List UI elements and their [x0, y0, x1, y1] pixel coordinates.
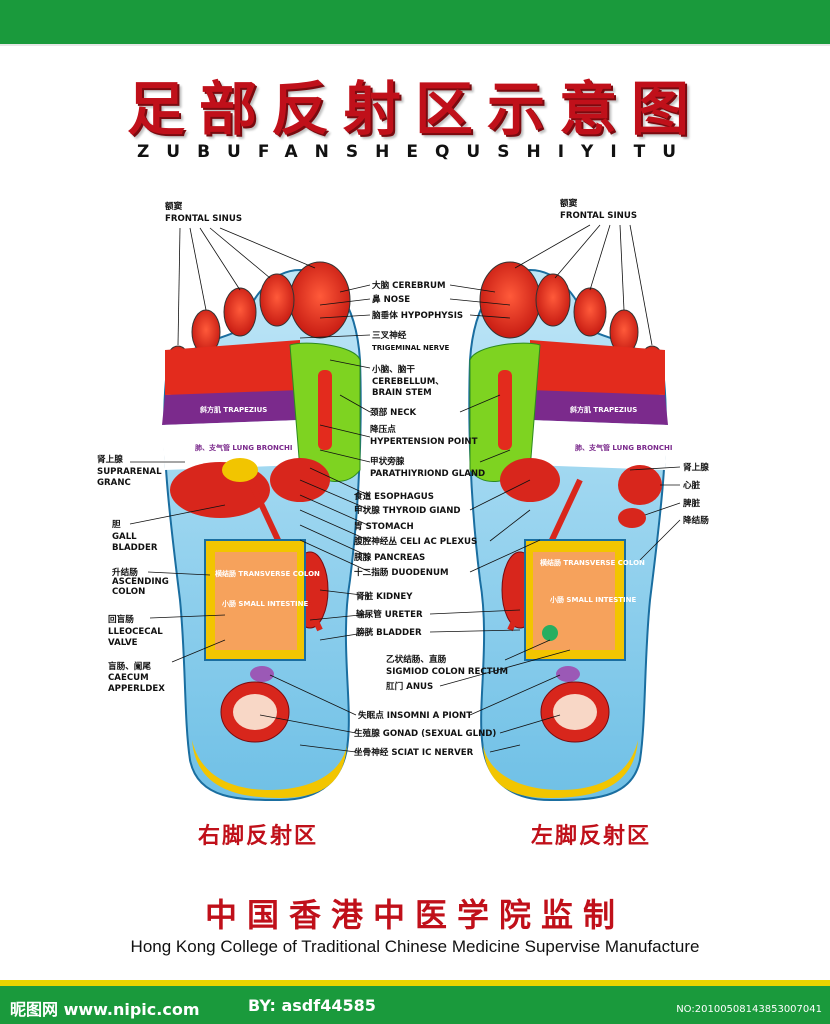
label-spleen: 脾脏: [683, 497, 701, 509]
label-pancreas: 胰腺 PANCREAS: [354, 551, 425, 563]
left-foot-caption: 左脚反射区: [531, 824, 652, 849]
label-stomach: 胃 STOMACH: [354, 521, 414, 532]
label-bladder: 膀胱 BLADDER: [355, 626, 422, 638]
label-trigeminal-cn: 三叉神经: [372, 329, 407, 341]
left-heart: [618, 465, 662, 505]
label-cerebellum-cn: 小脑、脑干: [371, 363, 415, 375]
supervisor-cn: 中国香港中医学院监制: [204, 896, 625, 934]
right-foot: [162, 261, 362, 802]
label-gall-en1: GALL: [112, 532, 137, 542]
label-hypertension-cn: 降压点: [370, 423, 396, 435]
label-sigmoid-cn: 乙状结肠、直肠: [386, 653, 447, 665]
bottom-yellow-band: [0, 980, 830, 986]
top-divider: [0, 44, 830, 46]
right-gall-bladder: [222, 458, 258, 482]
left-foot: [468, 261, 668, 802]
left-toe-2: [535, 273, 571, 327]
left-toe-3: [573, 287, 607, 337]
right-insomnia-point: [250, 666, 274, 682]
right-big-toe: [289, 261, 351, 339]
left-neck-bar: [498, 370, 512, 450]
label-suprarenal-en1: SUPRARENAL: [97, 467, 162, 477]
label-ileocecal-en2: VALVE: [108, 638, 138, 648]
page-title: 足部反射区示意图: [126, 75, 703, 143]
label-frontal-sinus-cn-r: 额窦: [165, 200, 183, 212]
label-frontal-sinus-en-l: FRONTAL SINUS: [560, 211, 637, 221]
label-thyroid: 甲状腺 THYROID GIAND: [354, 504, 461, 516]
leader-lines: [129, 224, 681, 753]
label-ascending-en2: COLON: [112, 587, 145, 597]
label-frontal-sinus-cn-l: 额窦: [560, 197, 578, 209]
page-title-pinyin: ZUBUFANSHEQUSHIYITU: [136, 142, 694, 162]
label-descending: 降结肠: [683, 514, 709, 526]
watermark-number: NO:20100508143853007041: [676, 1004, 822, 1015]
label-hypophysis: 脑垂体 HYPOPHYSIS: [371, 309, 463, 321]
label-caecum-en2: APPERLDEX: [108, 684, 165, 694]
label-gall-cn: 胆: [112, 519, 121, 530]
left-big-toe: [479, 261, 541, 339]
label-duodenum: 十二指肠 DUODENUM: [354, 566, 449, 578]
right-toe-2: [259, 273, 295, 327]
right-toe-3: [223, 287, 257, 337]
label-ileocecal-cn: 回盲肠: [108, 613, 134, 625]
label-frontal-sinus-en-r: FRONTAL SINUS: [165, 214, 242, 224]
left-upper-red: [530, 340, 665, 395]
label-insomnia: 失眠点 INSOMNI A PIONT: [358, 709, 472, 721]
label-ileocecal-en1: LLEOCECAL: [108, 627, 163, 637]
label-sciatic: 坐骨神经 SCIAT IC NERVER: [354, 746, 474, 758]
right-foot-caption: 右脚反射区: [198, 824, 319, 849]
label-cerebellum-en2: BRAIN STEM: [372, 388, 432, 398]
right-trapezius: [162, 385, 300, 425]
right-neck-bar: [318, 370, 332, 450]
left-small-int-label: 小肠 SMALL INTESTINE: [549, 595, 637, 604]
label-neck: 颈部 NECK: [370, 406, 417, 418]
label-gonad: 生殖腺 GONAD (SEXUAL GLND): [354, 727, 496, 739]
left-trapezius-label: 斜方肌 TRAPEZIUS: [569, 405, 637, 414]
bottom-green-bar: [0, 986, 830, 1024]
label-caecum-en1: CAECUM: [108, 673, 149, 683]
right-upper-red: [165, 340, 300, 395]
left-trapezius: [530, 385, 668, 425]
right-small-int-label: 小肠 SMALL INTESTINE: [221, 599, 309, 608]
label-trigeminal-en: TRIGEMINAL NERVE: [372, 344, 449, 352]
label-ascending-cn: 升结肠: [112, 566, 138, 578]
right-transverse-label: 横结肠 TRANSVERSE COLON: [215, 569, 320, 578]
label-cerebellum-en1: CEREBELLUM、: [372, 377, 444, 387]
label-ureter: 输尿管 URETER: [356, 608, 423, 620]
label-celiac: 腹腔神经丛 CELI AC PLEXUS: [354, 535, 477, 547]
label-suprarenal-cn: 肾上腺: [97, 453, 123, 465]
watermark-author: BY: asdf44585: [248, 996, 376, 1015]
label-anus: 肛门 ANUS: [386, 680, 433, 692]
label-parathyroid-en: PARATHIYRIOND GLAND: [370, 469, 485, 479]
watermark-site: 昵图网 www.nipic.com: [10, 1000, 200, 1019]
label-ascending-en1: ASCENDING: [112, 577, 169, 587]
label-caecum-cn: 盲肠、阑尾: [108, 660, 151, 672]
right-small-intestine: [215, 552, 297, 650]
right-lung-band: [162, 420, 300, 470]
supervisor-en: Hong Kong College of Traditional Chinese…: [130, 937, 700, 956]
left-insomnia-point: [556, 666, 580, 682]
top-green-bar: [0, 0, 830, 44]
label-kidney: 肾脏 KIDNEY: [356, 590, 413, 602]
label-sigmoid-en: SIGMIOD COLON RECTUM: [386, 667, 508, 677]
label-r-suprarenal: 肾上腺: [683, 461, 709, 473]
left-transverse-label: 横结肠 TRANSVERSE COLON: [540, 558, 645, 567]
right-lung-label: 肺、支气管 LUNG BRONCHI: [195, 443, 293, 452]
label-esophagus: 食道 ESOPHAGUS: [353, 490, 434, 502]
label-heart: 心脏: [683, 479, 701, 491]
left-spleen: [618, 508, 646, 528]
label-parathyroid-cn: 甲状旁腺: [370, 455, 405, 467]
left-gonad-core: [553, 694, 597, 730]
right-gonad-core: [233, 694, 277, 730]
label-gall-en2: BLADDER: [112, 543, 158, 553]
right-trapezius-label: 斜方肌 TRAPEZIUS: [199, 405, 267, 414]
label-nose: 鼻 NOSE: [372, 293, 410, 305]
label-hypertension-en: HYPERTENSION POINT: [370, 437, 478, 447]
left-lung-band: [530, 420, 668, 470]
label-cerebrum: 大脑 CEREBRUM: [372, 279, 446, 291]
label-suprarenal-en2: GRANC: [97, 478, 131, 488]
left-sigmoid-colon: [542, 625, 558, 641]
left-lung-label: 肺、支气管 LUNG BRONCHI: [575, 443, 673, 452]
